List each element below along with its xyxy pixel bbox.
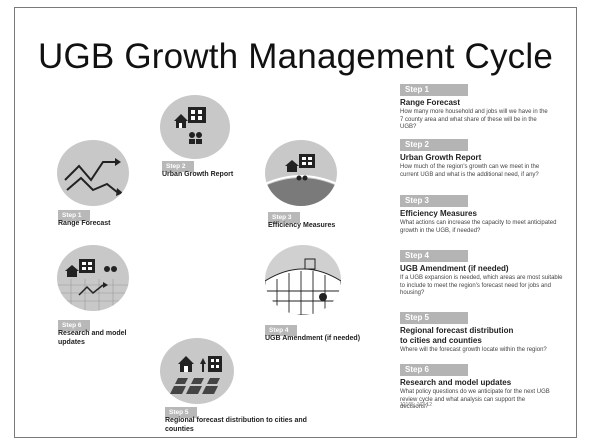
- step3-tag: Step 3: [268, 212, 300, 223]
- legend-heading: Urban Growth Report: [400, 153, 482, 162]
- step2-label: Urban Growth Report: [162, 171, 234, 178]
- step5-label: Regional forecast distribution to cities…: [165, 417, 307, 433]
- step3-circle: [265, 140, 337, 206]
- step4-label: UGB Amendment (if needed): [265, 335, 361, 342]
- legend-desc: Where will the forecast growth locate wi…: [400, 347, 547, 353]
- document-code: 12165_103.12: [400, 402, 432, 408]
- step4-circle: [265, 245, 341, 315]
- step6-tag: Step 6: [58, 320, 90, 331]
- research-model-icon: [57, 245, 129, 311]
- regional-forecast-icon: [160, 338, 234, 404]
- legend-step1: Step 1 Range Forecast How many more hous…: [400, 84, 570, 132]
- legend-heading: Regional forecast distribution to cities…: [400, 326, 514, 345]
- legend-tag: Step 3: [400, 195, 468, 207]
- legend-tag: Step 5: [400, 312, 468, 324]
- slide-title: UGB Growth Management Cycle: [37, 37, 554, 76]
- step5-tag: Step 5: [165, 407, 197, 418]
- legend-heading: UGB Amendment (if needed): [400, 264, 509, 273]
- step6-label: Research and model updates: [58, 330, 127, 346]
- legend-tag: Step 4: [400, 250, 468, 262]
- legend-tag: Step 1: [400, 84, 468, 96]
- efficiency-measures-icon: [265, 140, 337, 206]
- ugb-amendment-icon: [265, 245, 341, 315]
- legend-heading: Range Forecast: [400, 98, 461, 107]
- legend-desc: How many more household and jobs will we…: [400, 109, 548, 130]
- legend-desc: If a UGB expansion is needed, which area…: [400, 275, 563, 296]
- legend-desc: How much of the region's growth can we m…: [400, 164, 540, 178]
- range-forecast-icon: [57, 140, 129, 206]
- slide-frame: [14, 7, 577, 438]
- step1-circle: [57, 140, 129, 206]
- legend-heading: Research and model updates: [400, 378, 512, 387]
- legend-desc: What policy questions do we anticipate f…: [400, 389, 550, 410]
- step1-label: Range Forecast: [58, 220, 111, 227]
- step1-tag: Step 1: [58, 210, 90, 221]
- step3-label: Efficiency Measures: [268, 222, 336, 229]
- step5-circle: [160, 338, 234, 404]
- legend-step2: Step 2 Urban Growth Report How much of t…: [400, 139, 570, 179]
- urban-growth-icon: [160, 95, 230, 159]
- legend-tag: Step 6: [400, 364, 468, 376]
- legend-step4: Step 4 UGB Amendment (if needed) If a UG…: [400, 250, 570, 298]
- legend-step6: Step 6 Research and model updates What p…: [400, 364, 570, 412]
- legend-heading: Efficiency Measures: [400, 209, 477, 218]
- legend-desc: What actions can increase the capacity t…: [400, 220, 557, 234]
- legend-step5: Step 5 Regional forecast distribution to…: [400, 312, 570, 355]
- step6-circle: [57, 245, 129, 311]
- legend-tag: Step 2: [400, 139, 468, 151]
- step2-circle: [160, 95, 230, 159]
- legend-step3: Step 3 Efficiency Measures What actions …: [400, 195, 570, 235]
- step2-tag: Step 2: [162, 161, 194, 172]
- step4-tag: Step 4: [265, 325, 297, 336]
